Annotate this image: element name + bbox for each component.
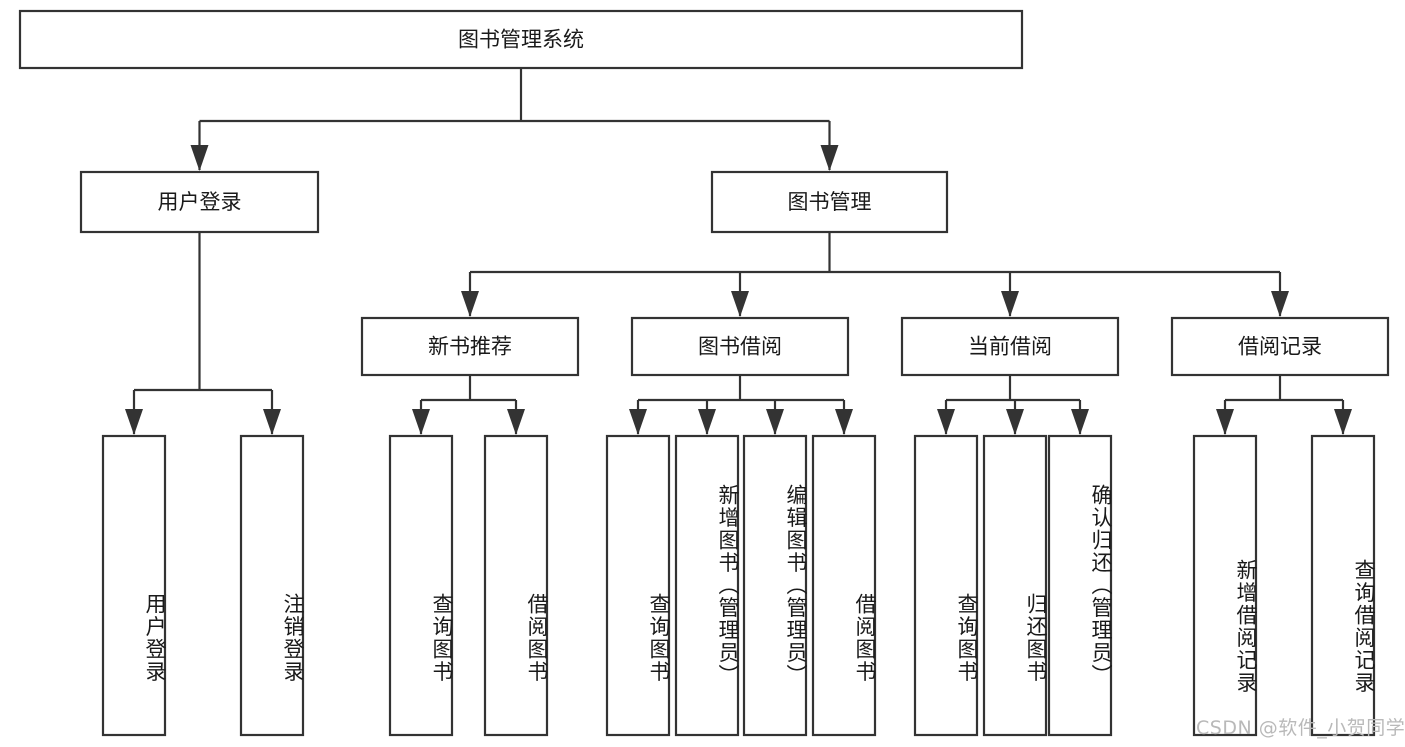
node-leaf-add-borrow-record[interactable] bbox=[1192, 434, 1258, 737]
connector-arrowhead bbox=[629, 409, 647, 435]
node-new-book-recommend[interactable] bbox=[360, 316, 580, 377]
node-leaf-user-logout[interactable] bbox=[239, 434, 305, 737]
node-borrow-record[interactable] bbox=[1170, 316, 1390, 377]
node-leaf-borrow-book-1[interactable] bbox=[483, 434, 549, 737]
node-root-label: 图书管理系统 bbox=[458, 28, 584, 52]
connector-arrowhead bbox=[766, 409, 784, 435]
connector-arrowhead bbox=[1006, 409, 1024, 435]
connector-arrowhead bbox=[731, 291, 749, 317]
node-current-borrow[interactable] bbox=[900, 316, 1120, 377]
connector-arrowhead bbox=[1071, 409, 1089, 435]
node-book-borrow-label: 图书借阅 bbox=[698, 335, 782, 359]
node-leaf-borrow-book-2[interactable] bbox=[811, 434, 877, 737]
node-book-management[interactable] bbox=[710, 170, 949, 234]
node-current-borrow-label: 当前借阅 bbox=[968, 335, 1052, 359]
node-new-book-recommend-label: 新书推荐 bbox=[428, 335, 512, 359]
connector-arrowhead bbox=[1271, 291, 1289, 317]
connector-arrowhead bbox=[507, 409, 525, 435]
node-user-login[interactable] bbox=[79, 170, 320, 234]
connector-arrowhead bbox=[412, 409, 430, 435]
node-leaf-query-book-3[interactable] bbox=[913, 434, 979, 737]
connector-arrowhead bbox=[1001, 291, 1019, 317]
node-root[interactable] bbox=[18, 9, 1024, 70]
connector-arrowhead bbox=[1216, 409, 1234, 435]
csdn-watermark: CSDN @软件_小贺同学 bbox=[1196, 717, 1405, 739]
node-leaf-query-borrow-record[interactable] bbox=[1310, 434, 1376, 737]
node-borrow-record-label: 借阅记录 bbox=[1238, 335, 1322, 359]
connector-arrowhead bbox=[1334, 409, 1352, 435]
node-leaf-return-book[interactable] bbox=[982, 434, 1048, 737]
connector-layer bbox=[125, 68, 1352, 435]
node-leaf-user-login[interactable] bbox=[101, 434, 167, 737]
connector-arrowhead bbox=[937, 409, 955, 435]
node-leaf-confirm-return[interactable] bbox=[1047, 434, 1113, 737]
node-leaf-edit-book[interactable] bbox=[742, 434, 808, 737]
connector-arrowhead bbox=[125, 409, 143, 435]
connector-arrowhead bbox=[698, 409, 716, 435]
node-leaf-add-book[interactable] bbox=[674, 434, 740, 737]
node-leaf-query-book-2[interactable] bbox=[605, 434, 671, 737]
connector-arrowhead bbox=[263, 409, 281, 435]
connector-arrowhead bbox=[190, 145, 209, 171]
node-book-borrow[interactable] bbox=[630, 316, 850, 377]
connector-arrowhead bbox=[820, 145, 839, 171]
node-book-management-label: 图书管理 bbox=[788, 190, 872, 214]
connector-arrowhead bbox=[835, 409, 853, 435]
node-leaf-query-book-1[interactable] bbox=[388, 434, 454, 737]
node-user-login-label: 用户登录 bbox=[158, 190, 242, 214]
connector-arrowhead bbox=[461, 291, 479, 317]
